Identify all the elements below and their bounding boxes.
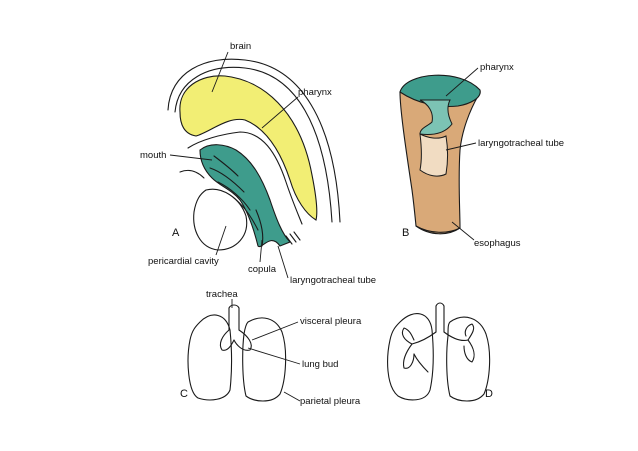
panel-label-a: A bbox=[172, 227, 180, 239]
laryngotracheal-tube-b bbox=[419, 133, 448, 177]
label-pharynx-a: pharynx bbox=[298, 87, 332, 98]
panel-a-leader-lines bbox=[169, 51, 299, 279]
trachea-c bbox=[228, 307, 240, 331]
label-copula: copula bbox=[248, 264, 277, 275]
copula bbox=[255, 209, 264, 247]
panel-b-leader-lines bbox=[445, 67, 479, 241]
head-outer-outline bbox=[167, 58, 341, 223]
label-lung-bud: lung bud bbox=[302, 359, 338, 370]
panel-a-sagittal-section: brain pharynx mouth pericardial cavity c… bbox=[140, 41, 376, 286]
trachea-c-top bbox=[228, 304, 240, 309]
panel-c-lung-bud: trachea visceral pleura lung bud parieta… bbox=[180, 289, 362, 407]
label-mouth: mouth bbox=[140, 150, 166, 161]
head-inner-outline bbox=[174, 66, 333, 223]
label-laryngotracheal-tube-a: laryngotracheal tube bbox=[290, 275, 376, 286]
trachea-d bbox=[435, 305, 445, 333]
laryngotracheal-tube-a-hatch bbox=[285, 231, 301, 245]
neural-outline bbox=[187, 131, 303, 225]
label-pericardial-cavity: pericardial cavity bbox=[148, 256, 219, 267]
panel-d-branching-lung: D bbox=[387, 302, 493, 402]
lung-bud-c bbox=[219, 329, 252, 351]
pharynx-region bbox=[199, 144, 291, 248]
panel-label-d: D bbox=[485, 388, 493, 400]
label-trachea: trachea bbox=[206, 289, 238, 300]
right-pleural-cavity-d bbox=[446, 316, 491, 402]
pericardial-inner-curve bbox=[179, 169, 205, 179]
panel-label-b: B bbox=[402, 227, 409, 239]
label-esophagus: esophagus bbox=[474, 238, 521, 249]
panel-b-foregut-block: pharynx laryngotracheal tube esophagus B bbox=[399, 62, 564, 249]
brain-region bbox=[179, 75, 318, 221]
esophagus-bottom bbox=[415, 225, 461, 233]
label-parietal-pleura: parietal pleura bbox=[300, 396, 361, 407]
bronchial-tree-d bbox=[401, 323, 475, 373]
left-pleural-cavity-d bbox=[387, 313, 434, 401]
panel-c-leader-lines bbox=[231, 299, 301, 402]
label-visceral-pleura: visceral pleura bbox=[300, 316, 362, 327]
panel-label-c: C bbox=[180, 388, 188, 400]
label-brain: brain bbox=[230, 41, 251, 52]
left-pleural-cavity-c bbox=[187, 314, 233, 401]
right-pleural-cavity-c bbox=[242, 317, 287, 402]
label-pharynx-b: pharynx bbox=[480, 62, 514, 73]
label-laryngotracheal-tube-b: laryngotracheal tube bbox=[478, 138, 564, 149]
trachea-d-top bbox=[435, 302, 445, 307]
